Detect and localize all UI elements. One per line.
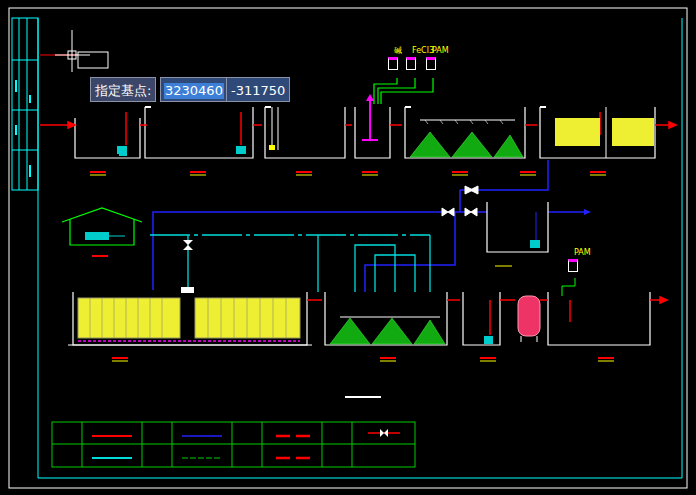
dosing-box: PAM (426, 46, 449, 70)
coordinate-input: 3230460 (160, 77, 228, 102)
chemical-label: FeCl3 (406, 46, 434, 55)
chemical-label: 碱 (388, 46, 402, 55)
dosing-box: 碱 (388, 46, 402, 70)
coordinate-input: -311750 (226, 77, 290, 102)
prompt-box: 指定基点: (90, 77, 156, 102)
prompt-text: 指定基点: (94, 83, 152, 99)
dosing-tank (426, 57, 436, 70)
dosing-box: PAM (568, 248, 591, 272)
dosing-tank (388, 57, 398, 70)
chemical-label: PAM (568, 248, 591, 257)
prompt-text: 3230460 (164, 83, 224, 99)
chemical-label: PAM (426, 46, 449, 55)
dosing-tank (568, 259, 578, 272)
dosing-tank (406, 57, 416, 70)
prompt-text: -311750 (230, 83, 286, 99)
